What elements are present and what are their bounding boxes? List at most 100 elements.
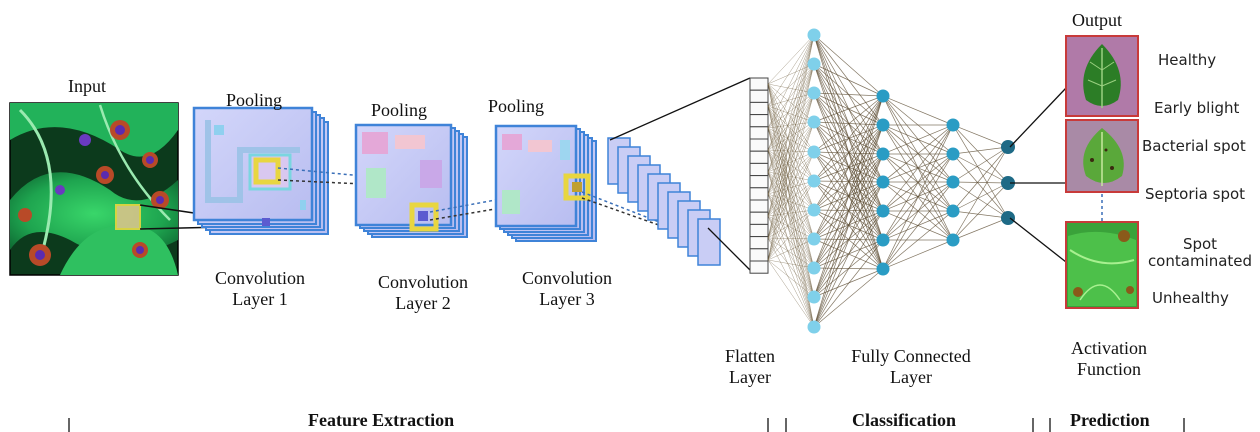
flatten-cell <box>749 260 769 274</box>
class-unhealthy: Unhealthy <box>1152 289 1229 307</box>
output-node <box>1001 176 1015 190</box>
flatten-edge <box>767 63 815 217</box>
neuron-node <box>946 204 960 218</box>
fc-edge <box>813 92 884 97</box>
flatten-edge <box>767 92 815 129</box>
neuron-node <box>876 204 890 218</box>
fc-edge <box>882 153 954 270</box>
flatten-edge <box>767 151 815 195</box>
flatten-layer-column <box>749 77 769 274</box>
activation-label-line1: Activation <box>1071 338 1147 358</box>
neuron-node <box>807 203 821 217</box>
fc-edge <box>882 210 954 270</box>
class-early-blight: Early blight <box>1154 99 1240 117</box>
flatten-edge <box>767 63 815 261</box>
conv3-label: Convolution Layer 3 <box>512 268 622 309</box>
flatten-edge <box>767 34 815 239</box>
neuron-node <box>807 145 821 159</box>
fc-edge <box>952 210 1009 219</box>
fc-edge <box>882 124 954 183</box>
flatten-edge <box>767 237 815 240</box>
fc-edge <box>813 121 884 183</box>
flatten-edge <box>767 215 815 269</box>
flatten-cell <box>749 236 769 250</box>
flatten-edge <box>767 193 815 298</box>
flatten-edge <box>767 83 815 94</box>
flatten-edge <box>767 63 815 239</box>
flatten-edge <box>767 215 815 298</box>
flatten-edge <box>767 259 815 269</box>
class-spot-line1: Spot <box>1182 235 1218 253</box>
flatten-edge <box>767 151 815 217</box>
flatten-edge <box>767 92 815 173</box>
conv2-label-line1: Convolution <box>377 272 468 292</box>
flatten-edge <box>767 34 815 107</box>
fc-edge <box>813 181 884 298</box>
fc-edge <box>882 181 954 270</box>
pooling-label-1: Pooling <box>226 90 283 110</box>
fc-label: Fully Connected Layer <box>836 346 986 387</box>
conv1-label-line1: Convolution <box>214 268 305 288</box>
flatten-edge <box>767 34 815 261</box>
flatten-cell <box>749 77 769 91</box>
activation-label: Activation Function <box>1054 338 1164 379</box>
stack-flatten-line-bottom <box>707 227 751 271</box>
fc-edge <box>882 124 954 241</box>
output-image-healthy <box>1065 35 1139 117</box>
fc-edge <box>952 124 1009 184</box>
fc-edge <box>952 153 1009 184</box>
fc-edge <box>813 181 884 328</box>
neuron-node <box>946 175 960 189</box>
fc-edge <box>882 95 954 126</box>
flatten-edge <box>767 63 815 85</box>
flatten-edge <box>767 127 815 269</box>
flatten-edge <box>767 127 815 240</box>
flatten-edge <box>767 63 815 195</box>
fc-edge <box>813 95 884 298</box>
neuron-node <box>807 320 821 334</box>
fc-edge <box>952 217 1009 241</box>
input-image <box>9 102 179 276</box>
fc-edge <box>813 95 884 240</box>
fc-edge <box>882 124 954 155</box>
flatten-edge <box>767 105 815 298</box>
neuron-node <box>876 89 890 103</box>
flatten-edge <box>767 149 815 269</box>
fc-edge <box>813 95 884 328</box>
section-prediction: Prediction <box>1070 410 1150 430</box>
fc-edge <box>952 181 1009 219</box>
conv1-label: Convolution Layer 1 <box>205 268 315 309</box>
fc-edge <box>952 146 1009 241</box>
neuron-node <box>807 57 821 71</box>
flatten-edge <box>767 63 815 107</box>
pooling-label-2: Pooling <box>371 100 428 120</box>
fc-edge <box>813 63 884 97</box>
output-link-3 <box>1009 217 1067 263</box>
flatten-edge <box>767 105 815 269</box>
fc-edge <box>952 146 1009 155</box>
flatten-edge <box>767 151 815 261</box>
flatten-edge <box>767 63 815 151</box>
flatten-edge <box>767 92 815 261</box>
flatten-cell <box>749 248 769 262</box>
flatten-edge <box>767 237 815 298</box>
conv2-label-line2: Layer 2 <box>395 292 451 313</box>
neuron-node <box>807 290 821 304</box>
flatten-edge <box>767 63 815 129</box>
fc-label-line2: Layer <box>890 366 932 387</box>
section-feature-extraction: Feature Extraction <box>308 410 455 430</box>
class-healthy: Healthy <box>1158 51 1217 69</box>
flatten-cell <box>749 162 769 177</box>
fc-label-line1: Fully Connected <box>851 346 971 366</box>
flatten-edge <box>767 209 815 239</box>
flatten-edge <box>767 193 815 328</box>
flatten-edge <box>767 121 815 261</box>
fc-edge <box>952 182 1009 241</box>
flatten-edge <box>767 171 815 298</box>
flatten-edge <box>767 92 815 217</box>
fc-edge <box>952 124 1009 148</box>
fc-edge <box>813 95 884 153</box>
section-classification: Classification <box>852 410 957 430</box>
conv1-label-line2: Layer 1 <box>232 288 288 309</box>
flatten-edge <box>767 237 815 269</box>
